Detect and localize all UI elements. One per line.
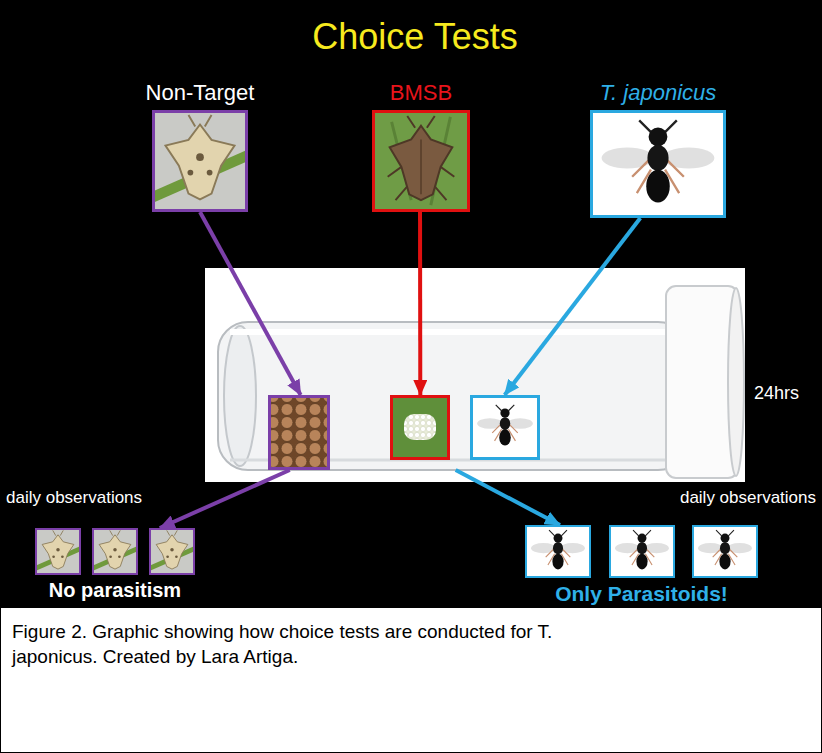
duration-label: 24hrs <box>754 383 799 404</box>
result-label: Only Parasitoids! <box>555 582 728 606</box>
result-group: No parasitism <box>35 528 195 575</box>
connector-arrow <box>456 470 560 525</box>
edge-label: daily observations <box>680 488 816 508</box>
parasitoid-icons <box>526 526 757 577</box>
connector-arrow <box>200 212 301 395</box>
photo-heading: BMSB <box>390 80 452 105</box>
edge-label: daily observations <box>6 488 142 508</box>
photo-heading: T. japonicus <box>600 80 717 105</box>
wasp-photo <box>590 110 726 218</box>
figure-caption: Figure 2. Graphic showing how choice tes… <box>12 620 622 669</box>
vial-contents: 24hrs <box>268 395 540 470</box>
result-label: No parasitism <box>49 579 181 602</box>
vial-illustration <box>205 268 745 482</box>
title: Choice Tests <box>4 16 822 58</box>
bmsb-photo <box>372 112 470 210</box>
bmsb-photo-box: BMSB <box>372 110 470 212</box>
photo-heading: Non-Target <box>146 80 255 105</box>
wasp-box <box>472 397 539 459</box>
non-target-photo <box>152 113 248 209</box>
wasp-photo-box: T. japonicus <box>590 110 726 218</box>
egg-mass-box <box>270 397 329 469</box>
connector-arrow <box>160 470 290 528</box>
non-target-photo-box: Non-Target <box>152 110 248 212</box>
connector-arrow <box>418 212 422 395</box>
bmsb-egg-box <box>392 397 449 459</box>
unparasitized-bug-icons <box>36 529 194 574</box>
connector-arrow <box>505 218 641 395</box>
result-group: Only Parasitoids! <box>525 525 758 578</box>
